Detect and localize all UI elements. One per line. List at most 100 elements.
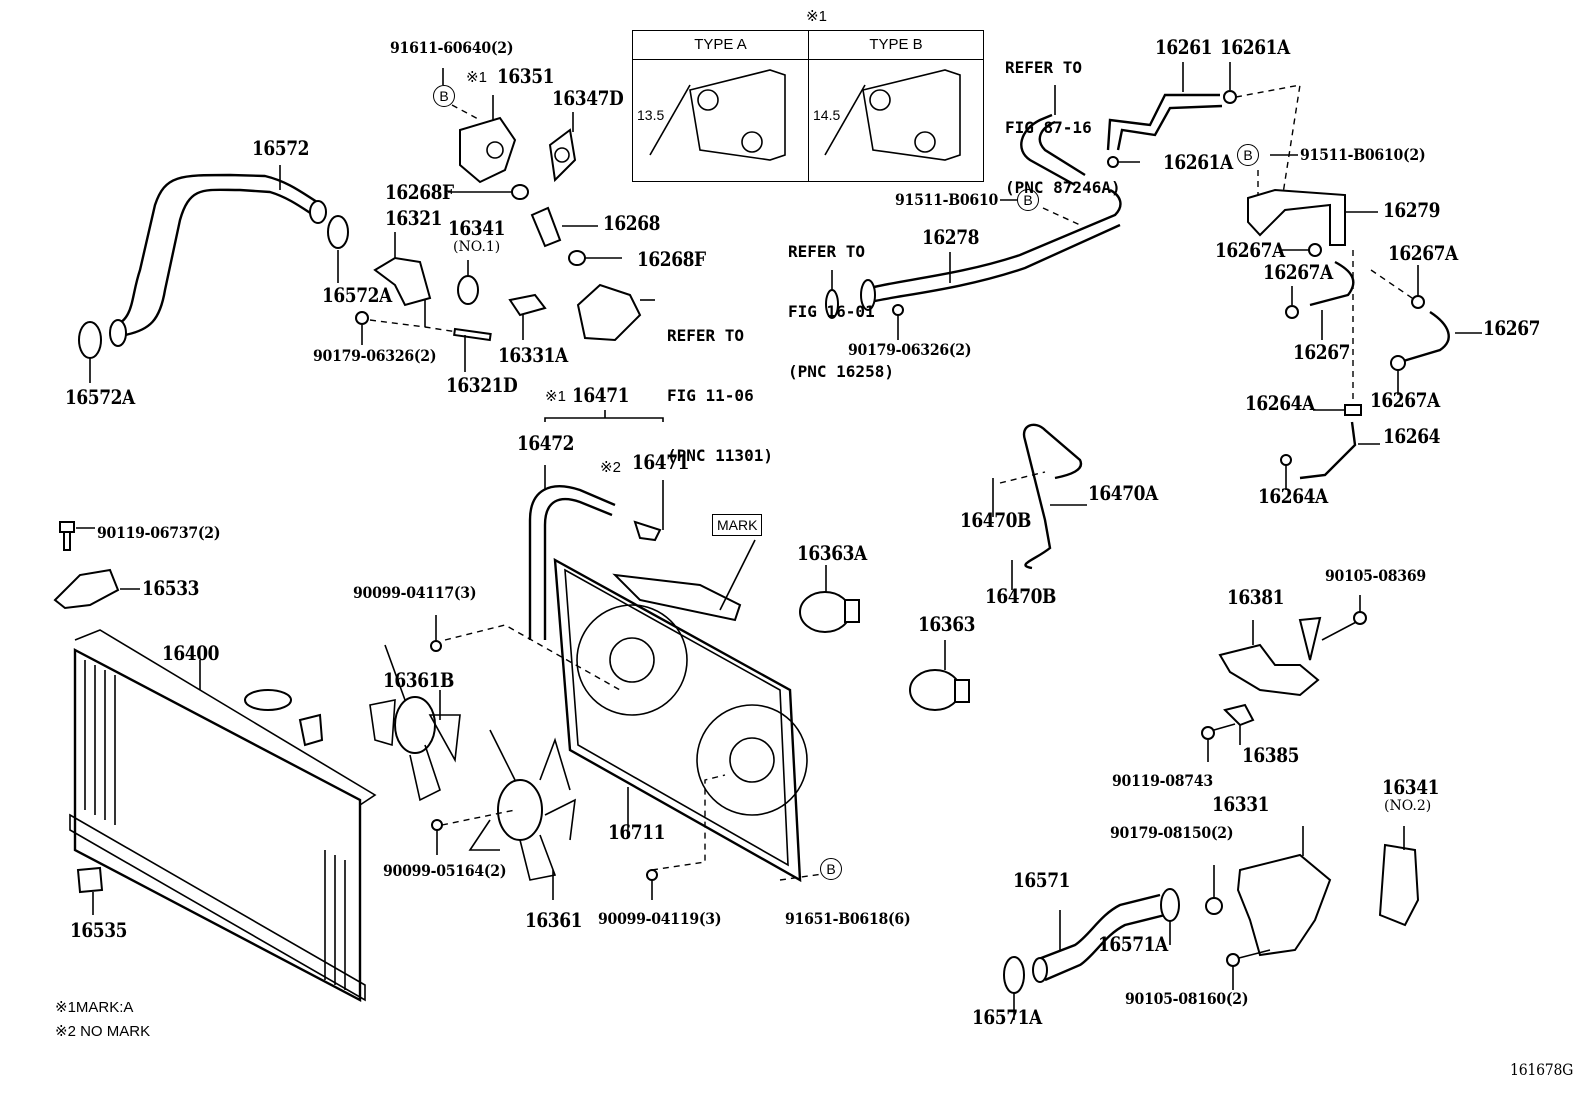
sensor-16385 bbox=[1223, 703, 1255, 727]
radiator bbox=[69, 629, 377, 1002]
part-label[interactable]: 91651-B0618(6) bbox=[785, 909, 911, 928]
type-a-header: TYPE A bbox=[633, 31, 809, 60]
type-a-dimension: 13.5 bbox=[637, 107, 665, 123]
reference-note-87-16[interactable]: REFER TO FIG 87-16 (PNC 87246A) bbox=[1005, 18, 1121, 238]
part-label[interactable]: 16533 bbox=[142, 576, 200, 600]
o-ring bbox=[568, 250, 586, 266]
type-b-header: TYPE B bbox=[809, 31, 983, 60]
clip-icon bbox=[1223, 90, 1237, 104]
part-label[interactable]: 16385 bbox=[1242, 743, 1300, 767]
part-label[interactable]: 16264A bbox=[1245, 391, 1315, 415]
footnote-text: MARK:A bbox=[75, 999, 134, 1016]
part-label[interactable]: 16572 bbox=[252, 136, 310, 160]
part-label[interactable]: 16278 bbox=[922, 225, 980, 249]
part-label[interactable]: 16261 bbox=[1155, 35, 1213, 59]
part-label[interactable]: 90179-06326(2) bbox=[313, 346, 437, 365]
part-label[interactable]: 90099-04117(3) bbox=[353, 583, 477, 602]
part-label[interactable]: 16331 bbox=[1212, 792, 1270, 816]
upper-radiator-hose bbox=[124, 188, 319, 337]
reservoir-cap bbox=[633, 520, 662, 542]
clip-icon bbox=[1280, 454, 1292, 466]
part-label[interactable]: 16361B bbox=[383, 668, 454, 692]
part-label[interactable]: 16321D bbox=[446, 373, 518, 397]
part-label[interactable]: 16268 bbox=[603, 211, 661, 235]
part-label[interactable]: 16711 bbox=[608, 820, 666, 844]
part-label[interactable]: 90179-06326(2) bbox=[848, 340, 972, 359]
reference-line: FIG 16-01 bbox=[788, 302, 875, 321]
part-label[interactable]: 91511-B0610 bbox=[895, 190, 999, 209]
part-label[interactable]: 16471 bbox=[632, 450, 690, 474]
footnote-1: ※1MARK:A bbox=[55, 1000, 133, 1015]
footnote-symbol: ※1 bbox=[55, 999, 76, 1016]
part-label[interactable]: 91611-60640(2) bbox=[390, 38, 514, 57]
ref-circle-b: B bbox=[1017, 189, 1039, 211]
heater-hose bbox=[1020, 113, 1076, 187]
part-label[interactable]: 16361 bbox=[525, 908, 583, 932]
part-label[interactable]: 16341 bbox=[1382, 775, 1440, 799]
bracket-16381 bbox=[1218, 643, 1320, 697]
part-label[interactable]: 16267A bbox=[1215, 238, 1285, 262]
part-label[interactable]: 16470B bbox=[985, 584, 1056, 608]
part-label[interactable]: 16267A bbox=[1370, 388, 1440, 412]
reference-line: (PNC 87246A) bbox=[1005, 178, 1121, 197]
part-label[interactable]: 16268F bbox=[637, 247, 706, 271]
part-label[interactable]: 90179-08150(2) bbox=[1110, 823, 1234, 842]
reference-line: FIG 87-16 bbox=[1005, 118, 1092, 137]
part-label[interactable]: 16261A bbox=[1220, 35, 1290, 59]
water-inlet-16331 bbox=[1236, 853, 1332, 957]
part-label[interactable]: 90105-08160(2) bbox=[1125, 989, 1249, 1008]
part-label[interactable]: 16571 bbox=[1013, 868, 1071, 892]
part-label[interactable]: 16347D bbox=[552, 86, 624, 110]
part-label[interactable]: 16351 bbox=[497, 64, 555, 88]
part-label[interactable]: 90099-05164(2) bbox=[383, 861, 507, 880]
footnote-text: NO MARK bbox=[80, 1023, 151, 1040]
part-label[interactable]: 16363 bbox=[918, 612, 976, 636]
lower-radiator-hose bbox=[1035, 893, 1161, 962]
part-label[interactable]: 16471 bbox=[572, 383, 630, 407]
part-label[interactable]: 16279 bbox=[1383, 198, 1441, 222]
reference-note-11-06[interactable]: REFER TO FIG 11-06 (PNC 11301) bbox=[667, 286, 773, 506]
radiator-support bbox=[53, 568, 120, 610]
part-label[interactable]: 16535 bbox=[70, 918, 128, 942]
part-label[interactable]: 16267A bbox=[1263, 260, 1333, 284]
part-label[interactable]: 16264 bbox=[1383, 424, 1441, 448]
part-label[interactable]: 16572A bbox=[322, 283, 392, 307]
part-label[interactable]: 16363A bbox=[797, 541, 867, 565]
footnote-2: ※2 NO MARK bbox=[55, 1024, 150, 1039]
part-label[interactable]: 90099-04119(3) bbox=[598, 909, 722, 928]
clip-icon bbox=[1411, 295, 1425, 309]
type-b-dimension: 14.5 bbox=[813, 107, 841, 123]
part-label[interactable]: 90119-06737(2) bbox=[97, 523, 221, 542]
part-label[interactable]: 16341 bbox=[448, 216, 506, 240]
hose-clamp-icon bbox=[1003, 956, 1025, 994]
part-label[interactable]: 90105-08369 bbox=[1325, 566, 1426, 585]
part-label[interactable]: 16321 bbox=[385, 206, 443, 230]
part-label[interactable]: 16400 bbox=[162, 641, 220, 665]
part-label[interactable]: 16470A bbox=[1088, 481, 1158, 505]
part-label[interactable]: 16470B bbox=[960, 508, 1031, 532]
part-label[interactable]: 16571A bbox=[1098, 932, 1168, 956]
water-bypass-pipe bbox=[869, 188, 1122, 290]
part-label[interactable]: 16267A bbox=[1388, 241, 1458, 265]
part-label[interactable]: 16267 bbox=[1483, 316, 1541, 340]
reference-line: REFER TO bbox=[788, 242, 866, 261]
part-label[interactable]: 16572A bbox=[65, 385, 135, 409]
footnote-symbol: ※2 bbox=[55, 1023, 76, 1040]
type-inset-box: TYPE A TYPE B 13.5 14.5 bbox=[632, 30, 984, 182]
reference-note-16-01[interactable]: REFER TO FIG 16-01 (PNC 16258) bbox=[788, 202, 894, 422]
thermostat-housing bbox=[576, 283, 642, 342]
part-label[interactable]: 16331A bbox=[498, 343, 568, 367]
part-label[interactable]: 16267 bbox=[1293, 340, 1351, 364]
clip-icon bbox=[1344, 404, 1362, 416]
part-label[interactable]: 16472 bbox=[517, 431, 575, 455]
part-label[interactable]: 90119-08743 bbox=[1112, 771, 1213, 790]
gasket bbox=[548, 128, 577, 183]
part-label[interactable]: 16268F bbox=[385, 180, 454, 204]
part-label[interactable]: 16264A bbox=[1258, 484, 1328, 508]
part-label[interactable]: 91511-B0610(2) bbox=[1300, 145, 1426, 164]
note-marker: ※1 bbox=[545, 388, 566, 405]
part-label[interactable]: 16261A bbox=[1163, 150, 1233, 174]
part-label[interactable]: 16571A bbox=[972, 1005, 1042, 1029]
hose-clamp-icon bbox=[1160, 888, 1180, 922]
part-label[interactable]: 16381 bbox=[1227, 585, 1285, 609]
